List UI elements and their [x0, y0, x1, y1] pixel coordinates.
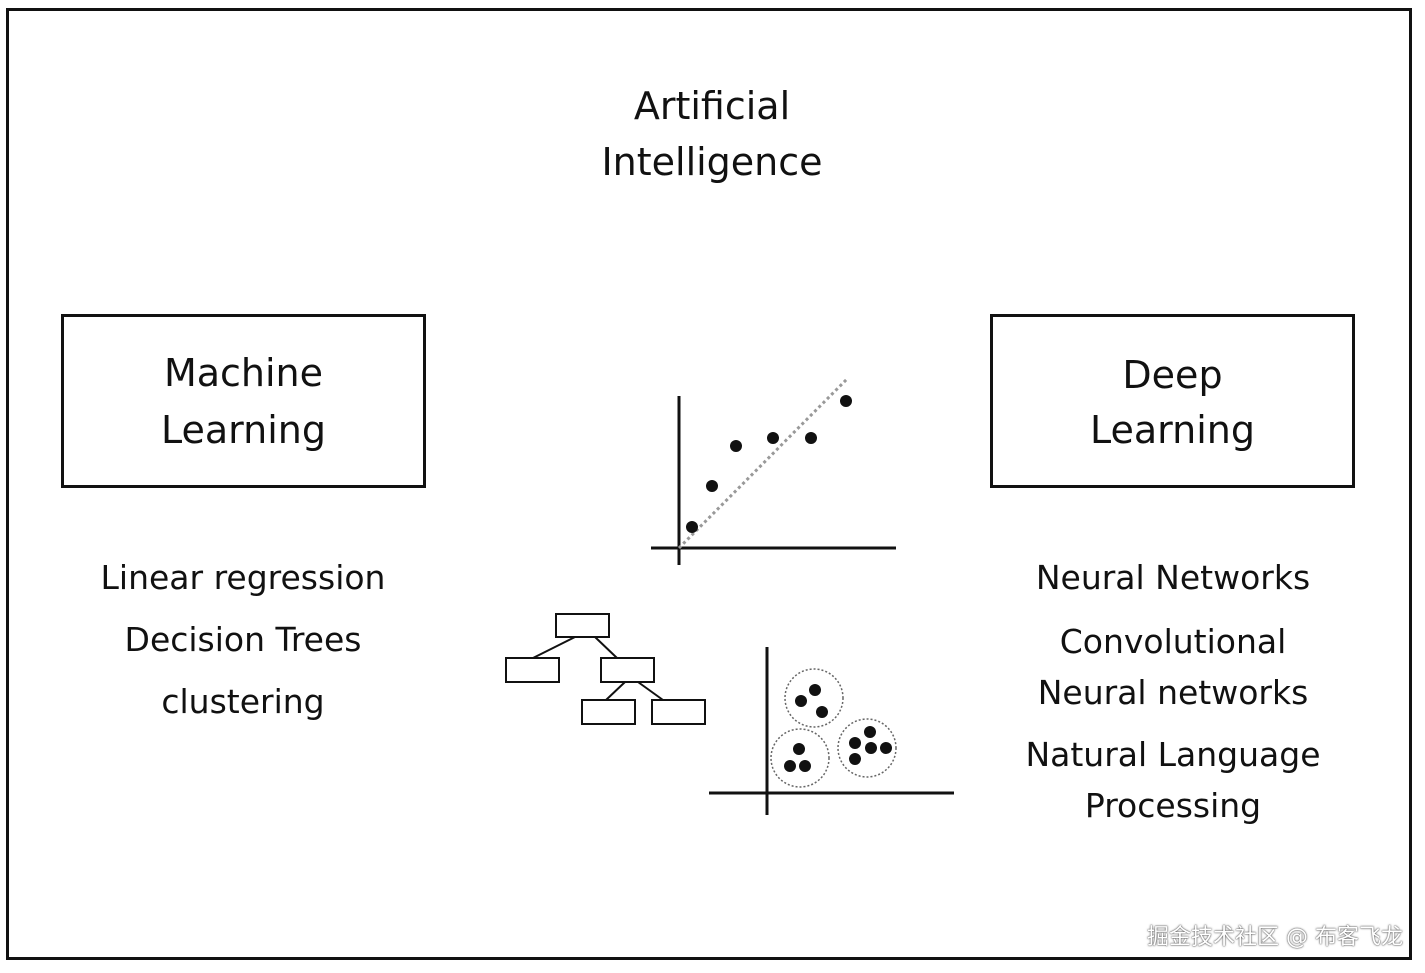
ml-item-clustering: clustering: [161, 682, 325, 721]
clustering-plot-icon: [709, 647, 954, 815]
watermark: 掘金技术社区 @ 布客飞龙: [1147, 925, 1403, 950]
deep-learning-line2: Learning: [1090, 408, 1255, 452]
machine-learning-box: Machine Learning: [61, 314, 426, 488]
decision-tree-icon: [505, 613, 706, 725]
ml-item-decision-trees: Decision Trees: [124, 620, 362, 659]
ml-item-linear-regression: Linear regression: [100, 558, 386, 597]
title-intelligence: Intelligence: [601, 140, 823, 184]
machine-learning-line1: Machine: [163, 351, 324, 395]
deep-learning-line1: Deep: [1122, 353, 1223, 397]
dl-item-neural-networks-lower: Neural networks: [1037, 673, 1309, 712]
deep-learning-box: Deep Learning: [990, 314, 1355, 488]
diagram-frame: [6, 8, 1412, 960]
dl-item-convolutional: Convolutional: [1059, 622, 1287, 661]
title-artificial: Artificial: [633, 84, 791, 128]
regression-plot-icon: [651, 376, 896, 565]
dl-item-neural-networks: Neural Networks: [1035, 558, 1311, 597]
dl-item-processing: Processing: [1084, 786, 1262, 825]
machine-learning-line2: Learning: [161, 408, 326, 452]
dl-item-natural-language: Natural Language: [1025, 735, 1321, 774]
